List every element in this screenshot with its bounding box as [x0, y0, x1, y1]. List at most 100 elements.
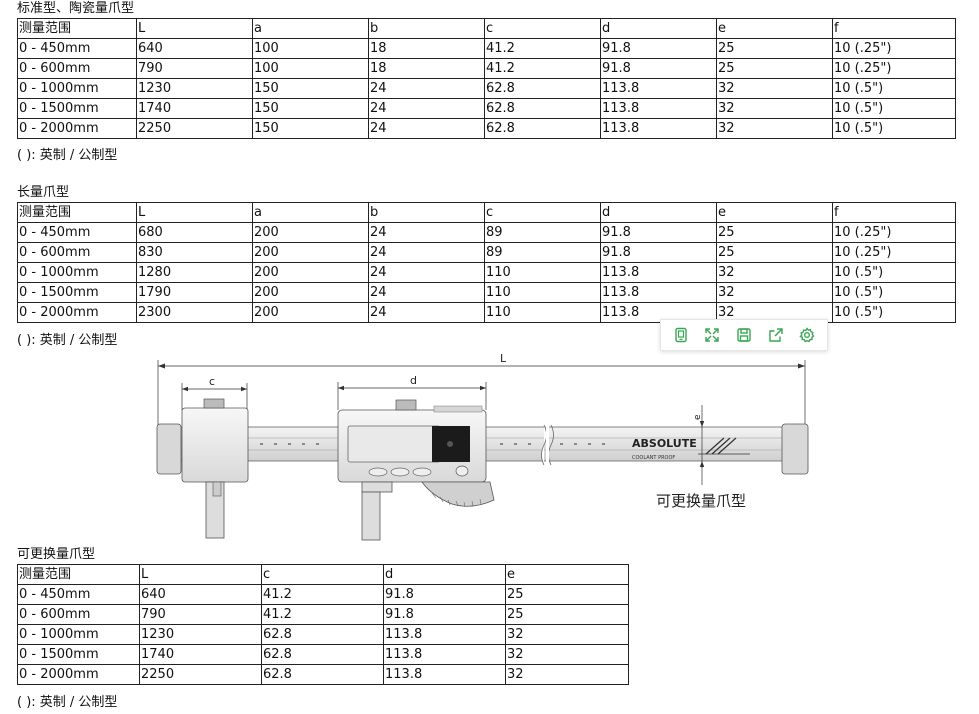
- table-cell: 25: [716, 242, 833, 263]
- unit-note: ( ): 英制 / 公制型: [17, 148, 118, 163]
- table-cell: 1230: [139, 624, 262, 645]
- section-title-long-jaw: 长量爪型: [17, 185, 70, 200]
- table-cell: 24: [368, 282, 485, 303]
- column-header: c: [484, 202, 601, 223]
- table-cell: 10 (.5"): [832, 282, 956, 303]
- table-cell: 0 - 450mm: [17, 222, 137, 243]
- column-header: b: [368, 18, 485, 39]
- table-cell: 32: [505, 644, 629, 665]
- caliper-drawing: L c d: [150, 350, 815, 545]
- table-cell: 0 - 2000mm: [17, 302, 137, 323]
- settings-icon[interactable]: [796, 324, 818, 346]
- table-cell: 110: [484, 302, 601, 323]
- table-cell: 41.2: [484, 58, 601, 79]
- table-cell: 62.8: [261, 664, 384, 685]
- table-cell: 113.8: [383, 624, 506, 645]
- table-cell: 62.8: [484, 98, 601, 119]
- unit-note: ( ): 英制 / 公制型: [17, 333, 118, 348]
- table-cell: 10 (.25"): [832, 38, 956, 59]
- column-header: 测量范围: [17, 564, 140, 585]
- table-cell: 91.8: [383, 584, 506, 605]
- tablet-icon[interactable]: [670, 324, 692, 346]
- table-cell: 32: [505, 624, 629, 645]
- table-cell: 32: [716, 98, 833, 119]
- table-cell: 24: [368, 118, 485, 139]
- table-cell: 1790: [136, 282, 253, 303]
- table-cell: 24: [368, 302, 485, 323]
- table-cell: 790: [136, 58, 253, 79]
- table-cell: 10 (.25"): [832, 58, 956, 79]
- table-cell: 0 - 450mm: [17, 584, 140, 605]
- brand-sub-label: COOLANT PROOF: [632, 455, 675, 461]
- table-cell: 113.8: [600, 282, 717, 303]
- table-cell: 113.8: [600, 78, 717, 99]
- dim-label-d: d: [410, 374, 417, 387]
- table-cell: 24: [368, 98, 485, 119]
- save-icon[interactable]: [733, 324, 755, 346]
- table-cell: 32: [716, 118, 833, 139]
- table-cell: 32: [716, 262, 833, 283]
- table-cell: 0 - 1500mm: [17, 644, 140, 665]
- column-header: f: [832, 202, 956, 223]
- table-cell: 0 - 450mm: [17, 38, 137, 59]
- table-cell: 62.8: [261, 624, 384, 645]
- table-cell: 790: [139, 604, 262, 625]
- column-header: a: [252, 18, 369, 39]
- expand-icon[interactable]: [701, 324, 723, 346]
- caliper-figure: L c d: [156, 352, 809, 541]
- column-header: b: [368, 202, 485, 223]
- table-cell: 200: [252, 262, 369, 283]
- table-cell: 62.8: [484, 78, 601, 99]
- table-cell: 91.8: [600, 222, 717, 243]
- column-header: f: [832, 18, 956, 39]
- table-cell: 150: [252, 98, 369, 119]
- table-cell: 25: [505, 584, 629, 605]
- table-cell: 10 (.5"): [832, 262, 956, 283]
- table-cell: 1230: [136, 78, 253, 99]
- table-cell: 200: [252, 282, 369, 303]
- table-cell: 113.8: [600, 98, 717, 119]
- table-cell: 32: [716, 78, 833, 99]
- dim-label-c: c: [209, 375, 215, 388]
- table-cell: 24: [368, 242, 485, 263]
- column-header: 测量范围: [17, 202, 137, 223]
- column-header: L: [136, 202, 253, 223]
- table-cell: 91.8: [383, 604, 506, 625]
- column-header: L: [139, 564, 262, 585]
- dim-label-e: e: [693, 414, 703, 420]
- table-cell: 150: [252, 118, 369, 139]
- table-cell: 0 - 2000mm: [17, 118, 137, 139]
- table-cell: 10 (.5"): [832, 118, 956, 139]
- dim-label-L: L: [500, 352, 507, 365]
- table-cell: 10 (.25"): [832, 242, 956, 263]
- table-cell: 24: [368, 78, 485, 99]
- table-cell: 25: [716, 58, 833, 79]
- table-cell: 32: [505, 664, 629, 685]
- table-cell: 0 - 1000mm: [17, 262, 137, 283]
- table-cell: 2250: [136, 118, 253, 139]
- table-cell: 200: [252, 302, 369, 323]
- table-cell: 0 - 1000mm: [17, 624, 140, 645]
- table-cell: 680: [136, 222, 253, 243]
- table-cell: 32: [716, 282, 833, 303]
- unit-note: ( ): 英制 / 公制型: [17, 695, 118, 710]
- table-cell: 200: [252, 222, 369, 243]
- table-cell: 113.8: [383, 664, 506, 685]
- table-cell: 25: [716, 222, 833, 243]
- table-cell: 10 (.5"): [832, 302, 956, 323]
- table-cell: 89: [484, 242, 601, 263]
- share-icon[interactable]: [765, 324, 787, 346]
- table-cell: 1740: [136, 98, 253, 119]
- table-cell: 113.8: [600, 118, 717, 139]
- table-cell: 0 - 600mm: [17, 58, 137, 79]
